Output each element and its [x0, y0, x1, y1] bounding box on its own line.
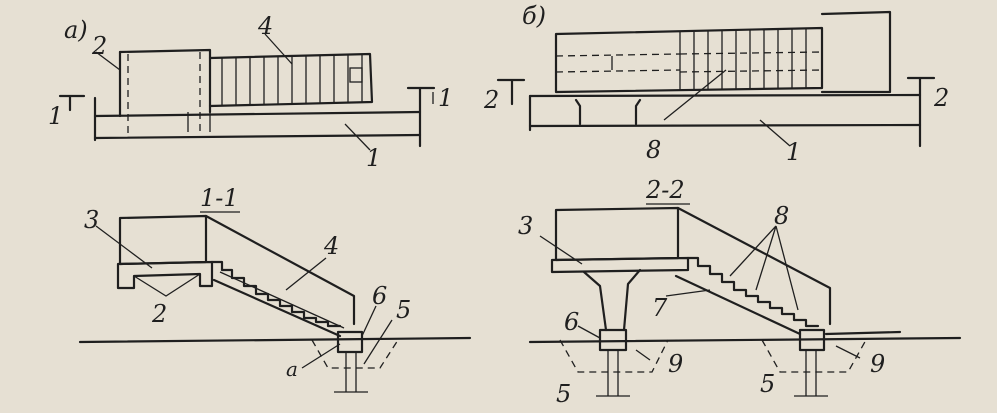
label-cut-1-left: 1 — [48, 102, 63, 130]
stair-slab-bottom-1 — [212, 278, 342, 338]
landing-slab-1 — [118, 214, 208, 266]
foundation-pit-1 — [311, 339, 399, 369]
stair-flight-a — [208, 52, 374, 108]
foundation-pile-2b — [794, 350, 828, 397]
view-b-plan — [496, 10, 936, 148]
label-cut-2-right: 2 — [933, 84, 949, 112]
label-part-6-s1: 6 — [372, 282, 387, 310]
landing-plate-2 — [550, 256, 690, 274]
section-2-2 — [528, 203, 962, 397]
label-view-b: б) — [522, 2, 546, 30]
support-block-1 — [336, 330, 364, 354]
label-part-8-b: 8 — [646, 136, 661, 164]
stair-steps-2 — [686, 256, 820, 328]
label-part-5-s2b: 5 — [760, 370, 775, 398]
label-part-1-b: 1 — [786, 138, 801, 166]
foundation-pile-1 — [334, 352, 368, 393]
beam-support-b — [574, 98, 642, 126]
view-a-plan — [58, 33, 436, 151]
label-part-6-s2: 6 — [564, 308, 579, 336]
beam-bottom-edge-a — [93, 133, 422, 140]
label-part-5-s1: 5 — [396, 296, 411, 324]
ground-line-1 — [78, 336, 472, 344]
landing-block-b — [820, 10, 892, 94]
cut-mark-right-2 — [906, 76, 936, 148]
stair-slab-bottom-2 — [674, 274, 802, 336]
labels: а) 2 4 1 1 1 б) 2 2 8 1 1-1 3 2 4 6 5 а … — [48, 2, 949, 408]
stair-rail-1 — [204, 214, 356, 326]
support-block-2b — [798, 328, 826, 352]
stair-steps-1 — [210, 260, 342, 328]
stair-rail-2 — [676, 206, 832, 326]
cut-mark-left-2 — [496, 78, 526, 106]
foundation-pit-2a — [559, 339, 669, 373]
label-part-3-s1: 3 — [84, 206, 99, 234]
label-part-4-s1: 4 — [323, 232, 339, 260]
label-cut-2-left: 2 — [483, 86, 499, 114]
foundation-pile-2a — [596, 350, 630, 397]
support-block-2a — [598, 328, 628, 352]
label-part-1-a: 1 — [366, 144, 381, 172]
label-part-7-s2: 7 — [652, 294, 668, 322]
label-part-9-s2a: 9 — [668, 350, 683, 378]
label-part-3-s2: 3 — [518, 212, 533, 240]
label-section-2: 2-2 — [645, 176, 685, 204]
beam-top-edge-a — [93, 110, 422, 118]
label-view-a: а) — [64, 16, 88, 44]
anchor-detail-a — [349, 67, 363, 83]
beam-top-edge-b — [528, 93, 922, 98]
ground-line-2 — [528, 336, 962, 344]
section-1-1 — [78, 211, 472, 393]
label-section-1: 1-1 — [200, 184, 239, 212]
cut-mark-left-1 — [58, 94, 86, 112]
label-part-a-s1: а — [286, 357, 298, 381]
label-part-2-top: 2 — [91, 32, 107, 60]
label-cut-1-right: 1 — [438, 84, 453, 112]
label-part-2-s1: 2 — [151, 300, 167, 328]
landing-block-a — [118, 48, 212, 114]
foundation-pit-2b — [761, 339, 867, 373]
beam-bottom-edge-b — [528, 123, 922, 128]
label-part-9-s2b: 9 — [870, 350, 885, 378]
support-column-2 — [582, 268, 642, 332]
label-part-5-s2a: 5 — [556, 380, 571, 408]
stair-flight-b — [554, 26, 824, 94]
cut-mark-right-1 — [406, 86, 436, 148]
label-part-8-s2: 8 — [774, 202, 789, 230]
landing-slab-2 — [554, 206, 680, 262]
label-part-4-top: 4 — [257, 12, 273, 40]
